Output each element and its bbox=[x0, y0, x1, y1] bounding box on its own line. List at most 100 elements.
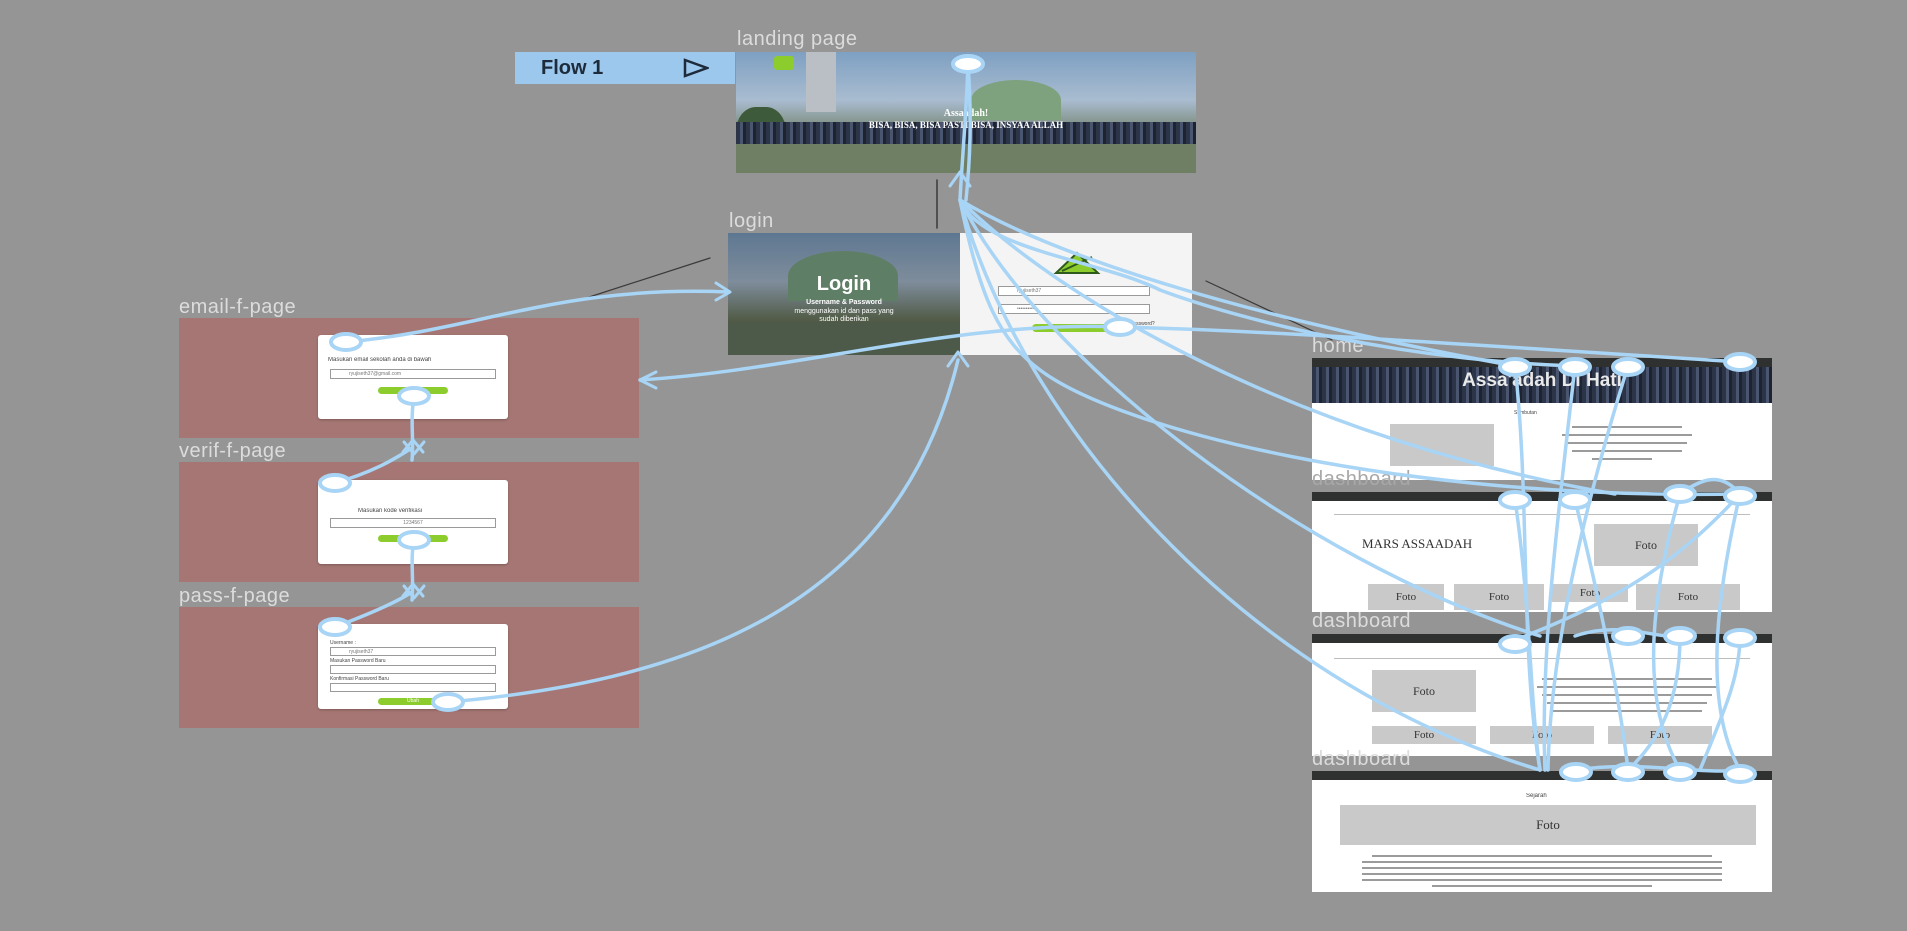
divider bbox=[1334, 514, 1750, 515]
frame-label-dashboard-3: dashboard bbox=[1312, 748, 1412, 770]
connector bbox=[958, 62, 970, 202]
hotspot-node[interactable] bbox=[1103, 317, 1137, 337]
hotspot-node[interactable] bbox=[1611, 762, 1645, 782]
forgot-password-link[interactable]: Lupa password? bbox=[1118, 321, 1155, 327]
text-line bbox=[1552, 710, 1702, 712]
connector bbox=[1118, 325, 1742, 364]
mosque-dome bbox=[971, 80, 1061, 120]
connector bbox=[958, 198, 1617, 496]
hotspot-node[interactable] bbox=[1663, 626, 1697, 646]
hotspot-node[interactable] bbox=[1498, 634, 1532, 654]
frame-label-login: login bbox=[729, 210, 774, 232]
hotspot-node[interactable] bbox=[1663, 762, 1697, 782]
hotspot-node[interactable] bbox=[1663, 484, 1697, 504]
frame-label-dashboard-2: dashboard bbox=[1312, 610, 1412, 632]
field bbox=[736, 144, 1196, 173]
connector bbox=[1715, 492, 1742, 772]
connector bbox=[964, 62, 972, 202]
text-line bbox=[1562, 434, 1692, 436]
login-subtitle-3: sudah diberikan bbox=[819, 316, 869, 323]
frame-label-landing: landing page bbox=[737, 28, 858, 50]
hotspot-node[interactable] bbox=[1558, 490, 1592, 510]
dashboard-3-navbar[interactable] bbox=[1312, 771, 1772, 780]
home-section-title: Sambutan bbox=[1514, 410, 1537, 416]
password-input[interactable]: •••••••••• bbox=[998, 304, 1150, 314]
hotspot-node[interactable] bbox=[1723, 486, 1757, 506]
hotspot-node[interactable] bbox=[397, 386, 431, 406]
connector bbox=[958, 198, 1742, 497]
connector bbox=[1626, 634, 1682, 772]
arrowhead bbox=[638, 370, 658, 390]
hotspot-node[interactable] bbox=[397, 530, 431, 550]
hotspot-node[interactable] bbox=[951, 54, 985, 74]
text-line bbox=[1372, 855, 1712, 857]
new-password-input[interactable] bbox=[330, 665, 496, 674]
hotspot-node[interactable] bbox=[318, 473, 352, 493]
username-value: ryujiseth37 bbox=[1017, 288, 1042, 294]
connector bbox=[1574, 764, 1742, 773]
pass-f-page-frame: Username : ryujiseth37 Masukan Password … bbox=[179, 607, 639, 728]
hotspot-node[interactable] bbox=[1723, 352, 1757, 372]
mars-heading: MARS ASSAADAH bbox=[1362, 536, 1473, 551]
hotspot-node[interactable] bbox=[1723, 628, 1757, 648]
arrowhead bbox=[402, 584, 426, 600]
frame-label-verif-f: verif-f-page bbox=[179, 440, 287, 462]
connector bbox=[958, 198, 1542, 772]
home-navbar[interactable] bbox=[1312, 358, 1772, 367]
text-line bbox=[1432, 885, 1652, 887]
hotspot-node[interactable] bbox=[1498, 490, 1532, 510]
dashboard-2-tile: Foto bbox=[1372, 726, 1476, 744]
home-frame: Assa'adah Di Hati Sambutan bbox=[1312, 358, 1772, 480]
hotspot-node[interactable] bbox=[318, 617, 352, 637]
connector-line bbox=[1205, 280, 1333, 341]
login-title: Login bbox=[816, 273, 872, 295]
dashboard-2-frame: Foto Foto Foto Foto bbox=[1312, 634, 1772, 756]
hotspot-node[interactable] bbox=[329, 332, 363, 352]
email-value: ryujiseth37@gmail.com bbox=[349, 371, 402, 377]
verif-code-value: 1234567 bbox=[403, 520, 423, 526]
dashboard-2-photo: Foto bbox=[1372, 670, 1476, 712]
connector bbox=[1542, 364, 1577, 772]
dashboard-1-photo: Foto bbox=[1594, 524, 1698, 566]
home-banner-image bbox=[1312, 367, 1772, 403]
text-line bbox=[1567, 442, 1687, 444]
confirm-password-input[interactable] bbox=[330, 683, 496, 692]
connector bbox=[344, 289, 730, 344]
text-line bbox=[1572, 426, 1682, 428]
arrowhead bbox=[714, 281, 732, 302]
connector bbox=[446, 358, 960, 704]
hotspot-node[interactable] bbox=[1498, 357, 1532, 377]
email-input[interactable]: ryujiseth37@gmail.com bbox=[330, 369, 496, 379]
text-line bbox=[1362, 879, 1722, 881]
dashboard-2-navbar[interactable] bbox=[1312, 634, 1772, 643]
connector bbox=[638, 324, 1122, 382]
login-hero-image: Login Username & Password menggunakan id… bbox=[728, 233, 960, 355]
change-password-button[interactable]: Ubah bbox=[378, 698, 448, 705]
hotspot-node[interactable] bbox=[1611, 626, 1645, 646]
hotspot-node[interactable] bbox=[1558, 357, 1592, 377]
dashboard-3-frame: Sejarah Foto bbox=[1312, 771, 1772, 892]
play-icon[interactable] bbox=[683, 58, 709, 78]
hotspot-node[interactable] bbox=[1611, 357, 1645, 377]
text-line bbox=[1362, 867, 1722, 869]
frame-label-email-f: email-f-page bbox=[179, 296, 297, 318]
connector bbox=[1698, 634, 1742, 772]
dashboard-1-frame: MARS ASSAADAH Foto Foto Foto Foto Foto bbox=[1312, 492, 1772, 612]
verif-code-input[interactable]: 1234567 bbox=[330, 518, 496, 528]
dashboard-1-navbar[interactable] bbox=[1312, 492, 1772, 501]
connector bbox=[1513, 364, 1542, 772]
login-frame[interactable]: Login Username & Password menggunakan id… bbox=[728, 233, 1192, 355]
connector bbox=[958, 198, 1517, 368]
hotspot-node[interactable] bbox=[1723, 764, 1757, 784]
pass-username-input[interactable]: ryujiseth37 bbox=[330, 647, 496, 656]
hotspot-node[interactable] bbox=[431, 692, 465, 712]
flow-start-tag[interactable]: Flow 1 bbox=[515, 52, 735, 84]
login-subtitle: Username & Password bbox=[806, 299, 882, 306]
connector-line bbox=[579, 257, 711, 301]
arrowhead bbox=[948, 170, 972, 188]
frame-label-pass-f: pass-f-page bbox=[179, 585, 291, 607]
password-value: •••••••••• bbox=[1017, 306, 1035, 312]
verif-prompt: Masukan kode verifikasi bbox=[358, 508, 423, 514]
hotspot-node[interactable] bbox=[1559, 762, 1593, 782]
text-line bbox=[1537, 686, 1717, 688]
